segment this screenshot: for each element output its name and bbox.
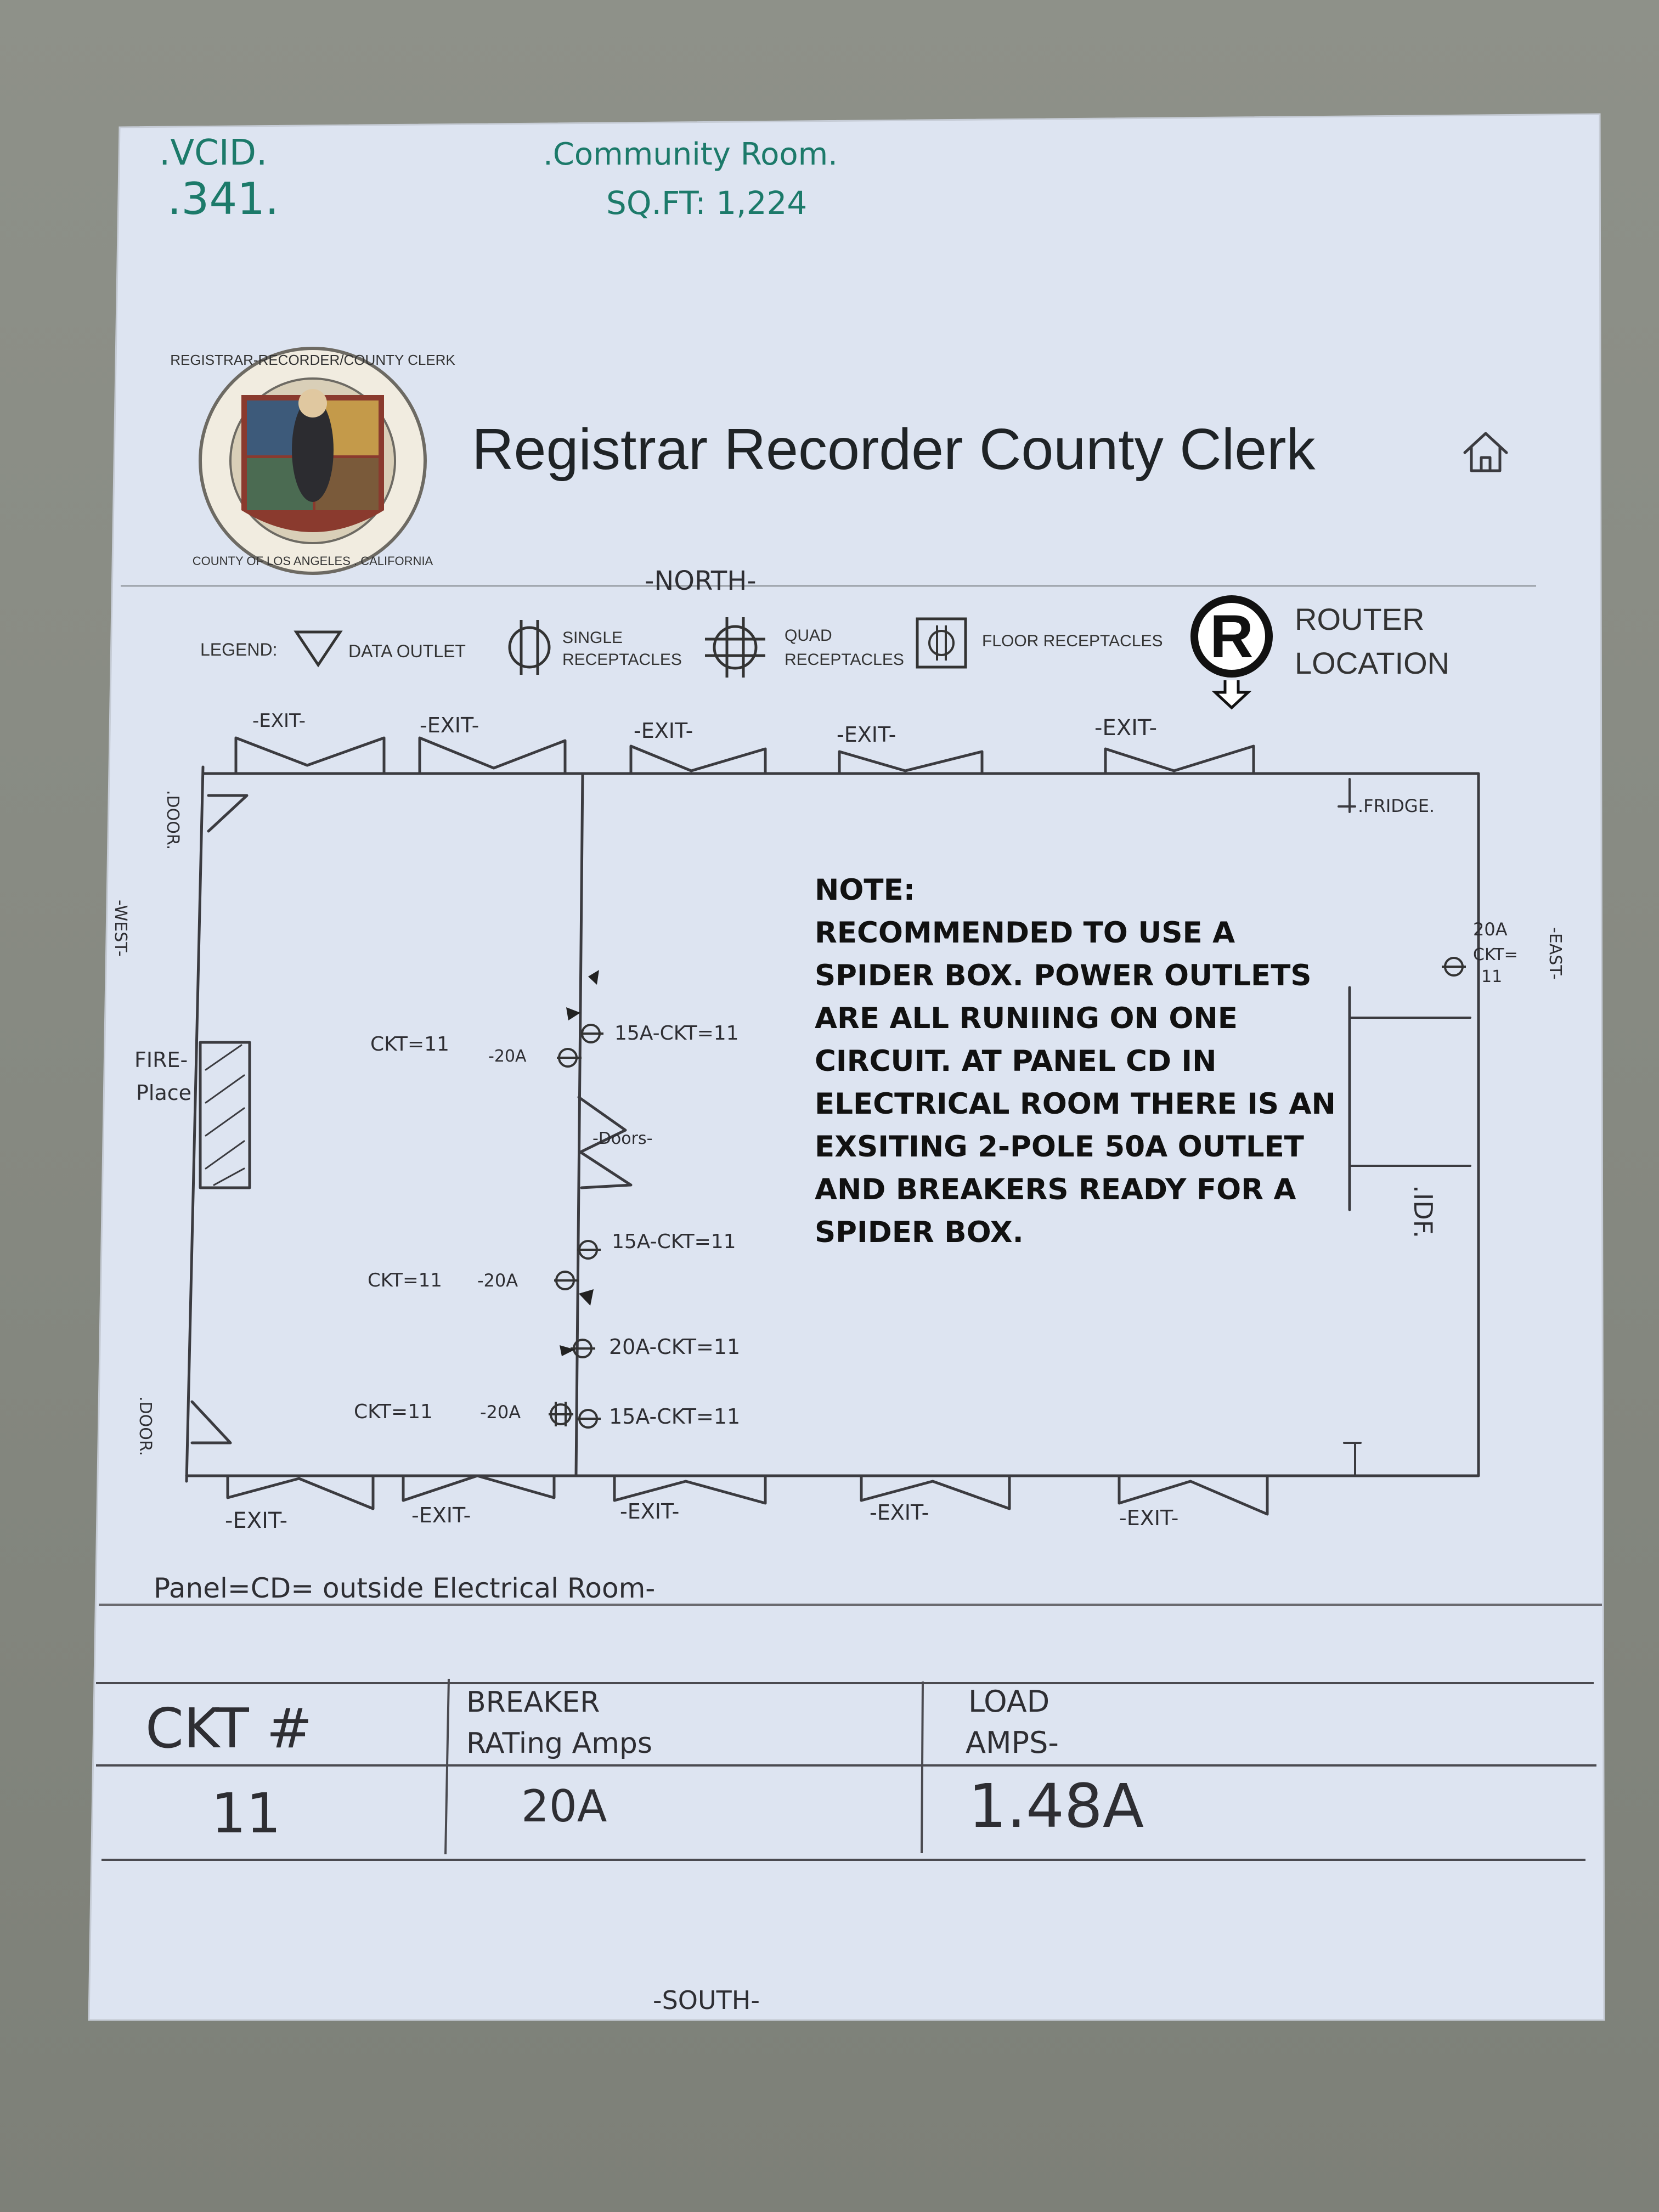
exit-label: -EXIT- bbox=[870, 1500, 929, 1525]
east-breaker: 20A bbox=[1473, 919, 1508, 940]
svg-text:R: R bbox=[1210, 603, 1253, 670]
county-seal: REGISTRAR-RECORDER/COUNTY CLERK COUNTY O… bbox=[170, 347, 455, 575]
circuit-table bbox=[96, 1678, 1596, 1861]
floor-receptacle-icon bbox=[916, 617, 967, 669]
legend-router-2: LOCATION bbox=[1295, 646, 1449, 680]
east-label: -EAST- bbox=[1545, 927, 1565, 980]
east-ckt: CKT= bbox=[1473, 945, 1518, 964]
legend-label: LEGEND: bbox=[200, 640, 277, 659]
doors-label: -Doors- bbox=[592, 1129, 652, 1148]
exit-label: -EXIT- bbox=[1094, 715, 1157, 741]
breaker-20a: -20A bbox=[477, 1270, 518, 1291]
note-line: SPIDER BOX. POWER OUTLETS bbox=[815, 959, 1312, 992]
legend-single-1: SINGLE bbox=[562, 629, 623, 647]
legend: LEGEND: DATA OUTLET SINGLE RECEPTACLES Q… bbox=[200, 595, 1449, 710]
circuit-label: 15A-CKT=11 bbox=[612, 1231, 736, 1253]
square-footage: SQ.FT: 1,224 bbox=[606, 184, 807, 222]
vcid-value: .341. bbox=[167, 173, 279, 224]
table-header-breaker: BREAKER RATing Amps bbox=[466, 1686, 652, 1760]
legend-floor: FLOOR RECEPTACLES bbox=[982, 632, 1163, 650]
outlet-symbols bbox=[549, 957, 1466, 1429]
exit-label: -EXIT- bbox=[634, 719, 693, 743]
idf-label: .IDF. bbox=[1408, 1185, 1438, 1238]
breaker-20a: -20A bbox=[488, 1047, 527, 1066]
vcid-label: .VCID. bbox=[159, 133, 267, 173]
legend-single-2: RECEPTACLES bbox=[562, 651, 682, 669]
floor-plan bbox=[185, 736, 1480, 1516]
circuit-label: 15A-CKT=11 bbox=[614, 1022, 739, 1045]
legend-router-1: ROUTER bbox=[1295, 602, 1424, 636]
south-label: -SOUTH- bbox=[653, 1985, 760, 2015]
circuit-label: 20A-CKT=11 bbox=[609, 1335, 740, 1359]
circuit-label: 15A-CKT=11 bbox=[609, 1404, 740, 1429]
exit-label: -EXIT- bbox=[420, 713, 479, 737]
table-cell-load: 1.48A bbox=[968, 1771, 1144, 1841]
page-title: Registrar Recorder County Clerk bbox=[472, 417, 1316, 482]
seal-bottom-text: COUNTY OF LOS ANGELES . CALIFORNIA bbox=[193, 554, 433, 568]
table-header-ckt: CKT # bbox=[145, 1696, 312, 1760]
svg-text:BREAKER: BREAKER bbox=[466, 1686, 600, 1719]
note-line: EXSITING 2-POLE 50A OUTLET bbox=[815, 1130, 1304, 1164]
note-block: NOTE: RECOMMENDED TO USE A SPIDER BOX. P… bbox=[815, 873, 1336, 1249]
note-heading: NOTE: bbox=[815, 873, 915, 907]
ckt-label: CKT=11 bbox=[354, 1401, 433, 1423]
exit-label: -EXIT- bbox=[411, 1503, 471, 1527]
data-outlet-icon bbox=[294, 630, 343, 668]
svg-text:LOAD: LOAD bbox=[968, 1684, 1049, 1719]
table-cell-ckt: 11 bbox=[211, 1781, 281, 1846]
note-line: ELECTRICAL ROOM THERE IS AN bbox=[815, 1087, 1336, 1121]
quad-receptacle-icon bbox=[705, 617, 765, 678]
east-ckt-number: 11 bbox=[1481, 967, 1502, 986]
seal-top-text: REGISTRAR-RECORDER/COUNTY CLERK bbox=[170, 352, 455, 368]
exit-label: -EXIT- bbox=[252, 710, 306, 732]
floorplan-labels: -EXIT- -EXIT- -EXIT- -EXIT- -EXIT- -EXIT… bbox=[111, 710, 1565, 1533]
exit-label: -EXIT- bbox=[837, 723, 896, 747]
fridge-label: .FRIDGE. bbox=[1358, 795, 1435, 816]
fireplace-label-1: FIRE- bbox=[134, 1048, 188, 1072]
table-cell-breaker: 20A bbox=[521, 1781, 607, 1832]
ckt-label: CKT=11 bbox=[368, 1269, 442, 1291]
paper-background bbox=[89, 114, 1604, 2020]
data-outlet-markers bbox=[560, 970, 599, 1356]
note-line: CIRCUIT. AT PANEL CD IN bbox=[815, 1045, 1216, 1078]
exit-label: -EXIT- bbox=[1119, 1506, 1178, 1530]
north-label: -NORTH- bbox=[645, 566, 757, 596]
legend-data-outlet: DATA OUTLET bbox=[348, 641, 466, 661]
note-line: AND BREAKERS READY FOR A bbox=[815, 1173, 1296, 1206]
room-name: .Community Room. bbox=[543, 137, 838, 172]
note-line: RECOMMENDED TO USE A bbox=[815, 916, 1235, 950]
single-receptacle-icon bbox=[508, 620, 551, 675]
ckt-label: CKT=11 bbox=[370, 1033, 449, 1056]
door-label: .DOOR. bbox=[163, 790, 182, 850]
svg-text:AMPS-: AMPS- bbox=[966, 1725, 1059, 1760]
home-icon[interactable] bbox=[1463, 432, 1508, 472]
router-icon: R bbox=[1190, 595, 1273, 710]
fireplace-label-2: Place bbox=[136, 1081, 191, 1105]
note-line: ARE ALL RUNIING ON ONE bbox=[815, 1002, 1238, 1035]
svg-text:RATing Amps: RATing Amps bbox=[466, 1727, 652, 1760]
legend-quad-2: RECEPTACLES bbox=[785, 651, 904, 669]
exit-label: -EXIT- bbox=[225, 1508, 287, 1533]
breaker-20a: -20A bbox=[480, 1402, 521, 1423]
door-label: .DOOR. bbox=[136, 1396, 155, 1456]
panel-note: Panel=CD= outside Electrical Room- bbox=[154, 1572, 655, 1604]
note-line: SPIDER BOX. bbox=[815, 1216, 1024, 1249]
legend-quad-1: QUAD bbox=[785, 627, 832, 645]
table-header-load: LOAD AMPS- bbox=[966, 1684, 1059, 1760]
west-label: -WEST- bbox=[111, 900, 130, 957]
exit-label: -EXIT- bbox=[620, 1499, 679, 1523]
